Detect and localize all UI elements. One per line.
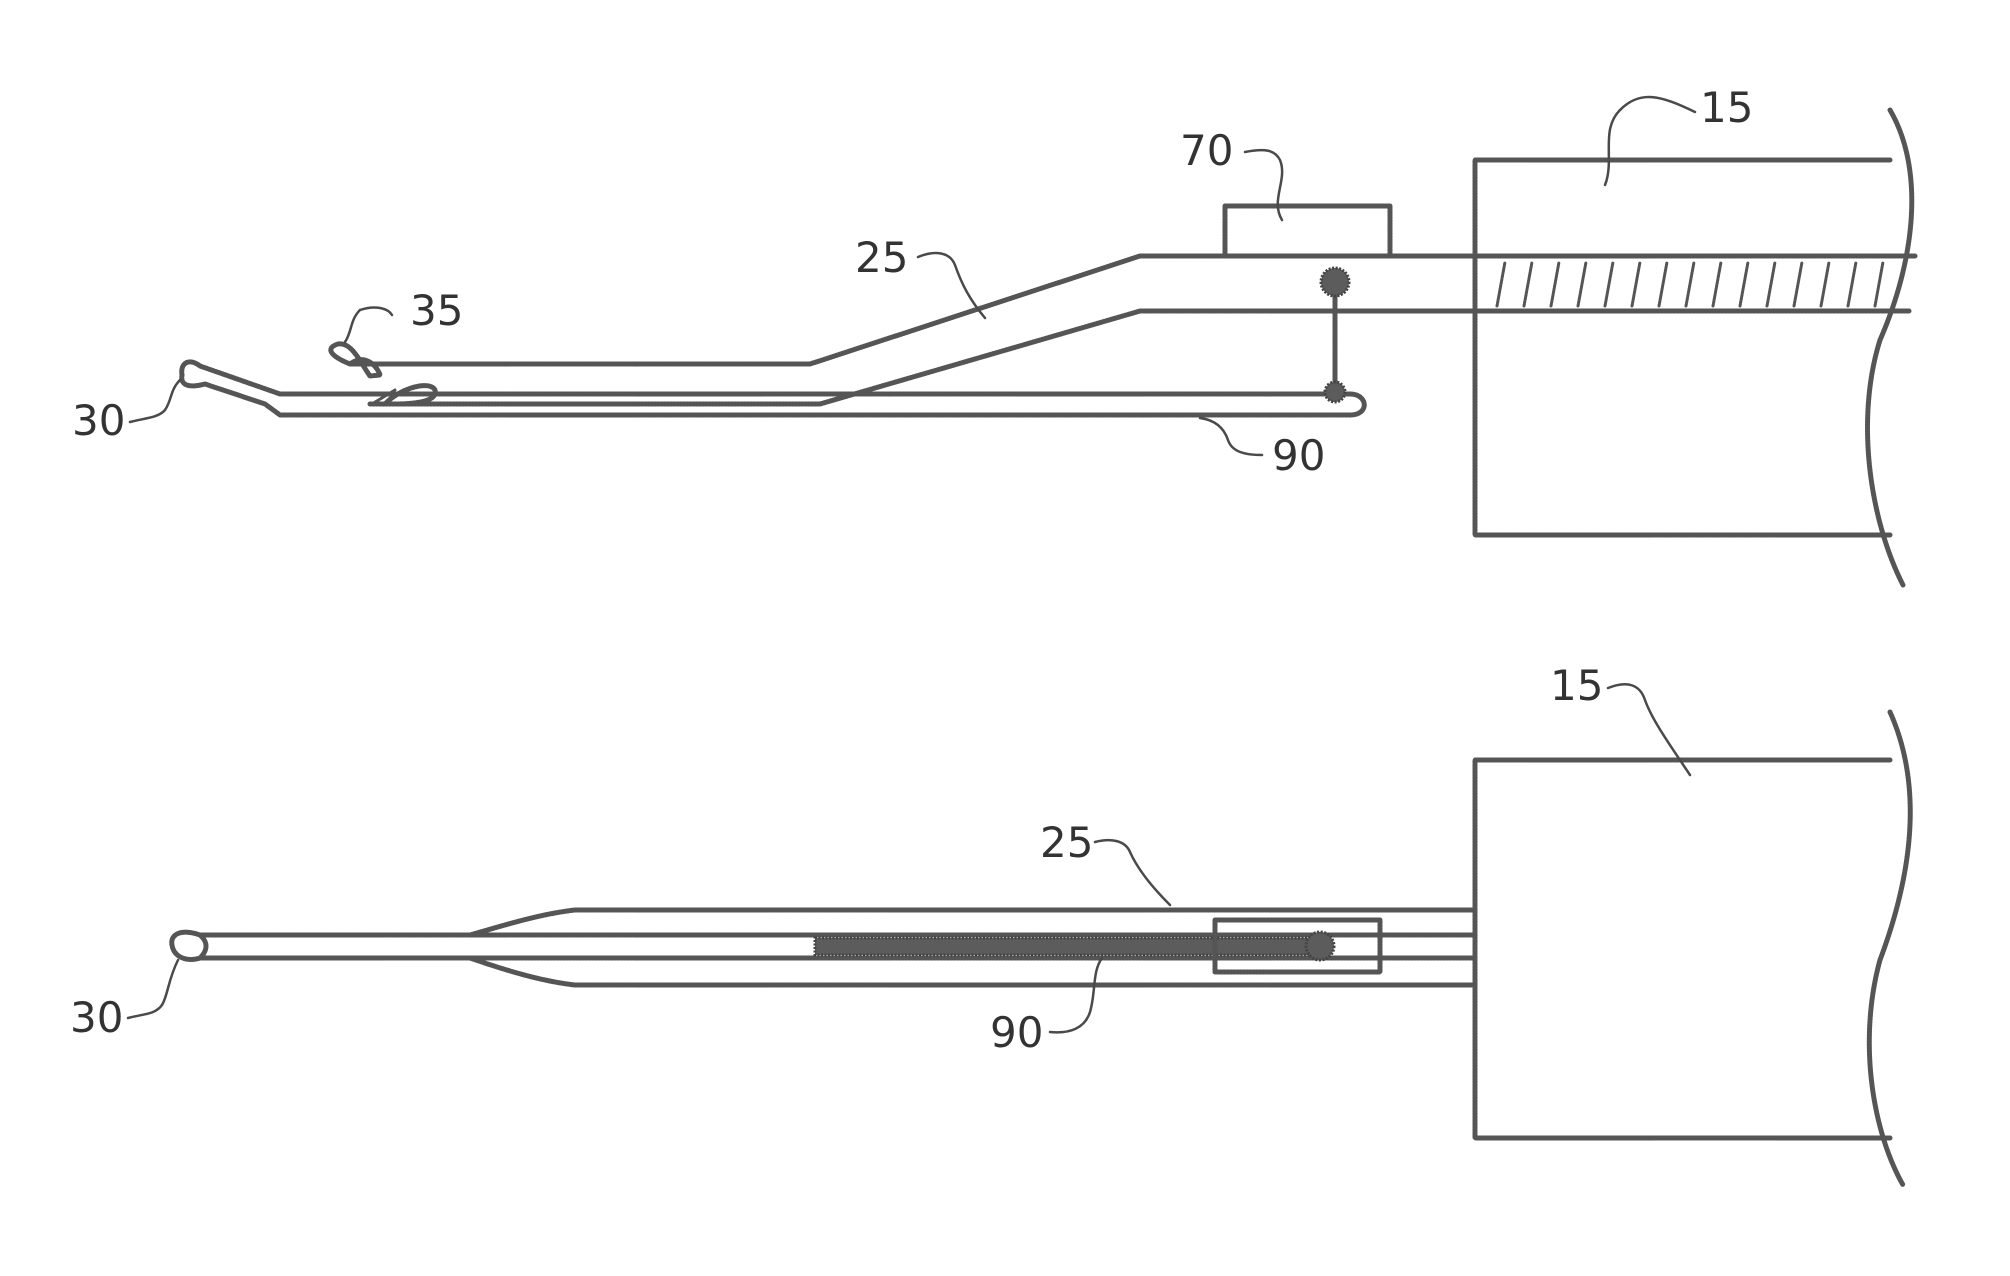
label-90-bottom: 90 <box>990 1008 1043 1057</box>
label-90-top: 90 <box>1272 431 1325 480</box>
label-35: 35 <box>410 286 463 335</box>
label-25-bottom: 25 <box>1040 818 1093 867</box>
handle-bottom <box>1475 712 1910 1185</box>
bottom-view: 15 25 30 90 <box>70 661 1910 1185</box>
label-70: 70 <box>1180 126 1233 175</box>
label-25-top: 25 <box>855 233 908 282</box>
label-15-top: 15 <box>1700 83 1753 132</box>
pull-wire-rod <box>815 938 1325 955</box>
lower-jaw <box>182 362 1365 415</box>
linkage <box>1321 268 1349 402</box>
hatching <box>1497 262 1883 306</box>
handle-top <box>1475 110 1915 585</box>
actuator-block <box>1225 206 1390 256</box>
label-15-bottom: 15 <box>1550 661 1603 710</box>
labels-bottom: 15 25 30 90 <box>70 661 1690 1057</box>
label-30-top: 30 <box>72 396 125 445</box>
label-30-bottom: 30 <box>70 993 123 1042</box>
top-view: 15 70 25 35 30 90 <box>72 83 1915 585</box>
